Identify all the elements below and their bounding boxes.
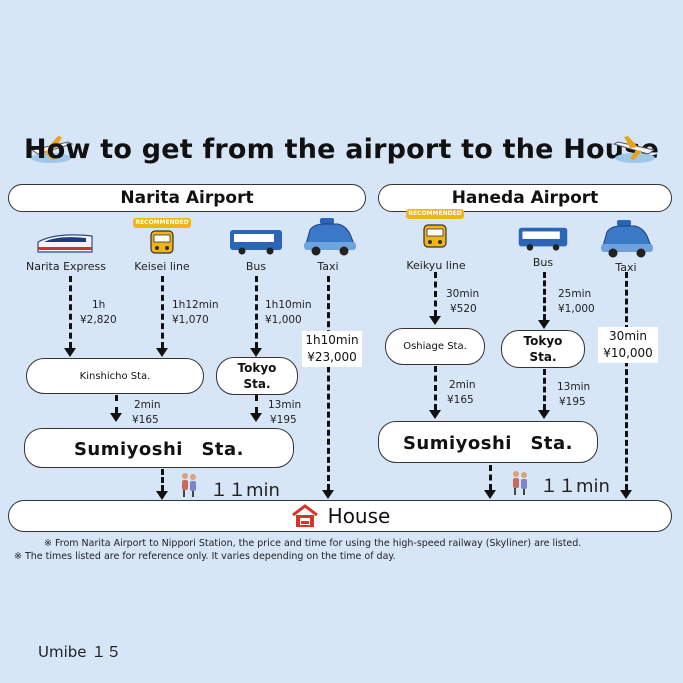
credit: Umibe １５ — [38, 643, 122, 661]
arrowhead — [429, 410, 441, 419]
mode-label-keisei-line: Keisei line — [134, 260, 190, 273]
route-info: 13min¥195 — [268, 399, 302, 426]
arrowhead — [64, 348, 76, 357]
footnote: ※ From Narita Airport to Nippori Station… — [44, 538, 582, 549]
haneda-airport-header: Haneda Airport — [378, 184, 672, 212]
walking-people-icon — [513, 471, 527, 495]
walk-time: １１min — [540, 476, 610, 497]
route-arrow — [543, 272, 546, 320]
taxi-icon — [304, 218, 356, 256]
train-icon — [423, 224, 447, 248]
sumiyoshi-station: Sumiyoshi Sta. — [378, 421, 598, 463]
mode-label-keikyu-line: Keikyu line — [406, 259, 466, 272]
arrowhead — [156, 491, 168, 500]
route-arrow — [255, 395, 258, 413]
arrowhead — [250, 413, 262, 422]
train-icon — [150, 230, 174, 254]
arrowhead — [429, 316, 441, 325]
mode-label-narita-express: Narita Express — [25, 260, 107, 273]
route-arrow — [625, 272, 628, 490]
arrowhead — [110, 413, 122, 422]
kinshicho-station: Kinshicho Sta. — [26, 358, 204, 394]
arrowhead — [322, 490, 334, 499]
train-icon — [37, 234, 93, 253]
oshiage-station: Oshiage Sta. — [385, 328, 485, 365]
arrowhead — [538, 410, 550, 419]
mode-label-taxi: Taxi — [317, 260, 339, 273]
route-arrow — [434, 366, 437, 410]
house-destination: House — [8, 500, 672, 532]
taxi-icon — [601, 220, 653, 258]
sumiyoshi-station: Sumiyoshi Sta. — [24, 428, 294, 468]
taxi-info: 1h10min¥23,000 — [302, 331, 362, 367]
bus-icon — [230, 230, 282, 255]
route-arrow — [115, 395, 118, 413]
recommended-badge: RECOMMENDED — [133, 218, 191, 228]
route-arrow — [543, 369, 546, 410]
route-arrow — [434, 272, 437, 316]
page-title: How to get from the airport to the House — [23, 134, 659, 165]
route-arrow — [69, 276, 72, 348]
route-info: 2min¥165 — [447, 379, 476, 406]
airplane-icon — [30, 136, 74, 163]
route-info: 30min¥520 — [446, 288, 480, 315]
route-arrow — [489, 465, 492, 490]
route-info: 1h10min¥1,000 — [265, 299, 312, 326]
route-info: 1h¥2,820 — [80, 299, 117, 326]
narita-airport-header: Narita Airport — [8, 184, 366, 212]
airplane-icon — [612, 136, 656, 163]
arrowhead — [484, 490, 496, 499]
route-arrow — [327, 276, 330, 490]
arrowhead — [250, 348, 262, 357]
arrowhead — [620, 490, 632, 499]
route-info: 2min¥165 — [132, 399, 161, 426]
house-label: House — [327, 504, 391, 528]
route-info: 25min¥1,000 — [558, 288, 595, 315]
route-info: 13min¥195 — [557, 381, 591, 408]
walk-time: １１min — [210, 480, 280, 501]
walking-people-icon — [182, 473, 196, 497]
bus-icon — [518, 227, 568, 251]
footnote: ※ The times listed are for reference onl… — [14, 551, 396, 562]
route-arrow — [161, 276, 164, 348]
route-info: 1h12min¥1,070 — [172, 299, 219, 326]
mode-label-bus: Bus — [245, 260, 267, 273]
route-arrow — [161, 469, 164, 491]
arrowhead — [538, 320, 550, 329]
mode-label-taxi: Taxi — [615, 261, 637, 274]
taxi-info: 30min¥10,000 — [598, 327, 658, 363]
arrowhead — [156, 348, 168, 357]
house-icon — [291, 504, 318, 527]
recommended-badge: RECOMMENDED — [406, 209, 464, 219]
mode-label-bus: Bus — [532, 256, 554, 269]
route-arrow — [255, 276, 258, 348]
